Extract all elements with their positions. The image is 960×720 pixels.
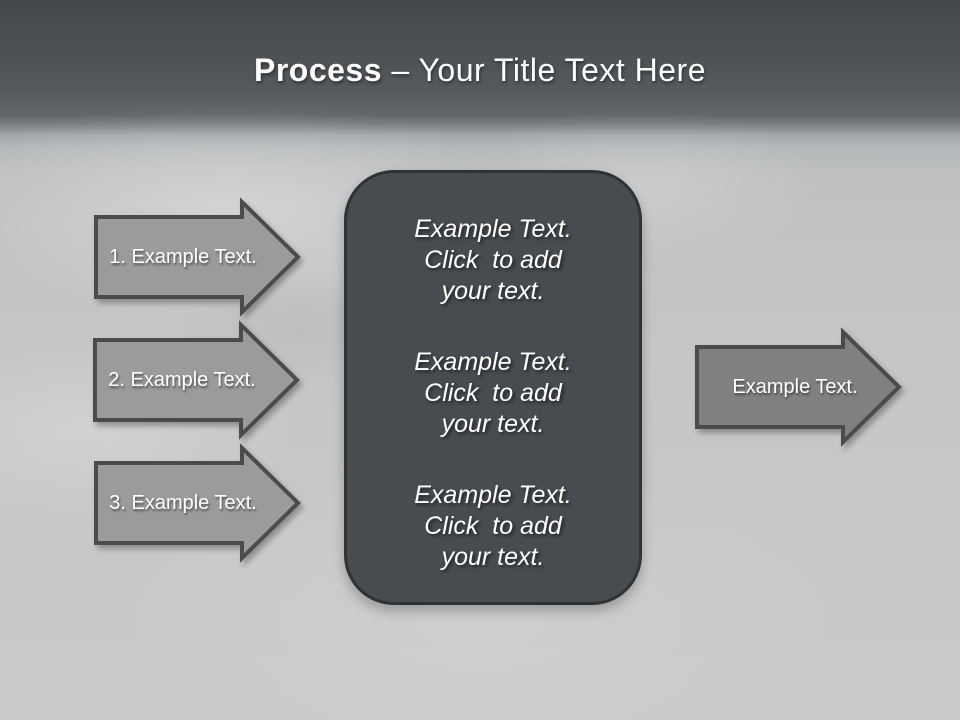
slide-title-rest: Your Title Text Here [418,52,706,88]
panel-paragraph-1-line-2: Click to add [424,246,562,274]
process-arrow-3: 3. Example Text. [94,443,301,563]
process-arrow-1: 1. Example Text. [94,197,301,317]
process-arrow-2: 2. Example Text. [93,320,300,440]
slide-title-separator: – [391,52,410,88]
title-bar: Process – Your Title Text Here [0,52,960,89]
panel-paragraph-3-line-2: Click to add [424,512,562,540]
process-output-arrow: Example Text. [695,327,902,447]
panel-paragraph-1: Example Text. Click to add your text. [347,214,639,307]
process-output-arrow-label: Example Text. [732,375,858,398]
panel-paragraph-1-line-1: Example Text. [414,215,572,243]
slide-title-emphasis: Process [253,52,383,88]
slide-title: Process – Your Title Text Here [0,52,960,89]
process-text-panel: Example Text. Click to add your text. Ex… [344,170,642,605]
right-arrow-shape-icon [93,320,300,440]
panel-paragraph-2-line-2: Click to add [424,379,562,407]
right-arrow-shape-icon [695,327,902,447]
panel-paragraph-3-line-1: Example Text. [414,481,572,509]
panel-paragraph-3: Example Text. Click to add your text. [347,480,639,573]
panel-paragraph-2-line-1: Example Text. [414,348,572,376]
panel-paragraph-1-line-3: your text. [441,277,545,305]
panel-paragraph-2-line-3: your text. [441,410,545,438]
process-arrow-1-label: 1. Example Text. [109,245,257,268]
right-arrow-shape-icon [94,443,301,563]
right-arrow-shape-icon [94,197,301,317]
panel-paragraph-3-line-3: your text. [441,543,545,571]
process-arrow-3-label: 3. Example Text. [109,491,257,514]
panel-paragraph-2: Example Text. Click to add your text. [347,347,639,440]
process-arrow-2-label: 2. Example Text. [108,368,256,391]
